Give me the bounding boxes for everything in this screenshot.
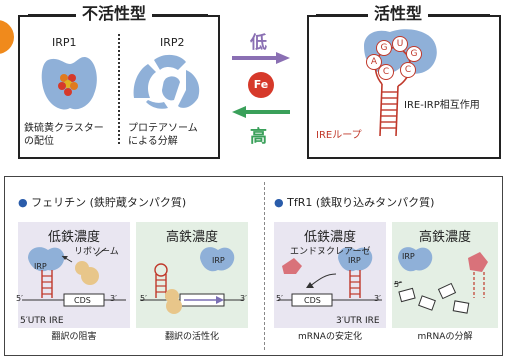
ire-irp-interaction-label: IRE-IRP相互作用 (404, 100, 480, 111)
tfr1-low-cds: CDS (304, 296, 321, 305)
ribosome-label: リボソーム (74, 247, 119, 257)
active-title: 活性型 (368, 5, 429, 23)
ferritin-title-text: フェリチン (鉄貯蔵タンパク質) (31, 196, 187, 209)
endonuclease-label: エンドヌクレアーゼ (290, 247, 371, 257)
tfr1-low-caption: mRNAの安定化 (298, 332, 362, 342)
bullet-icon: ● (18, 196, 28, 209)
nt-c1: C (378, 64, 394, 80)
nt-g1: G (376, 40, 392, 56)
tfr1-low-5prime: 5′ (276, 294, 283, 303)
ferritin-low-panel (18, 222, 130, 328)
inactive-title: 不活性型 (76, 5, 153, 23)
irp2-caption-line1: プロテアソーム (128, 123, 198, 134)
ferritin-high-irp: IRP (212, 256, 225, 265)
low-iron-label: 低 (250, 33, 267, 53)
tfr1-high-5prime: 5′ (394, 280, 401, 289)
tfr1-low-title: 低鉄濃度 (303, 230, 356, 245)
irp1-label: IRP1 (52, 36, 77, 49)
tfr1-low-irp: IRP (348, 256, 361, 265)
ferritin-low-3prime: 3′ (110, 294, 117, 303)
inactive-divider (118, 34, 120, 144)
nt-g2: G (406, 46, 422, 62)
irp2-label: IRP2 (160, 36, 185, 49)
bullet-icon: ● (274, 196, 284, 209)
tfr1-high-panel (392, 222, 498, 328)
ferritin-utr-ire: 5′UTR IRE (20, 316, 64, 326)
irp2-caption-line2: による分解 (128, 136, 178, 147)
ferritin-low-caption: 翻訳の阻害 (51, 332, 97, 342)
low-to-active-arrow (232, 52, 290, 64)
inactive-header: 不活性型 (28, 5, 208, 25)
nt-u: U (392, 36, 408, 52)
active-header: 活性型 (316, 5, 490, 25)
tfr1-title-text: TfR1 (鉄取り込みタンパク質) (287, 196, 435, 209)
ferritin-high-caption: 翻訳の活性化 (164, 332, 219, 342)
high-iron-label: 高 (250, 127, 267, 147)
irp1-caption-line2: の配位 (24, 136, 54, 147)
tfr1-high-title: 高鉄濃度 (418, 230, 471, 245)
tfr1-low-diagram (278, 247, 382, 307)
irp2-degraded-icon (133, 54, 200, 109)
tfr1-high-irp: IRP (402, 252, 415, 261)
ferritin-high-diagram (140, 247, 244, 314)
tfr1-utr-ire: 3′UTR IRE (336, 316, 380, 326)
tfr1-high-diagram (393, 247, 488, 314)
ferritin-high-3prime: 3′ (240, 294, 247, 303)
ferritin-title: ● フェリチン (鉄貯蔵タンパク質) (18, 196, 186, 209)
ferritin-low-irp: IRP (34, 262, 47, 271)
fe-icon (248, 72, 274, 98)
nt-a: A (366, 54, 382, 70)
orange-marker (0, 20, 14, 54)
ire-loop-label: IREループ (316, 130, 362, 141)
tfr1-high-caption: mRNAの分解 (417, 332, 473, 342)
ferritin-high-title: 高鉄濃度 (165, 230, 218, 245)
ferritin-high-panel (136, 222, 248, 328)
high-to-inactive-arrow (232, 106, 290, 118)
nt-c2: C (400, 62, 416, 78)
bottom-divider (264, 182, 265, 350)
fe-label: Fe (253, 78, 269, 91)
loop-nucleotides: A G U G C C (360, 36, 440, 100)
ferritin-low-diagram (22, 247, 126, 307)
ferritin-high-5prime: 5′ (140, 294, 147, 303)
tfr1-title: ● TfR1 (鉄取り込みタンパク質) (274, 196, 434, 209)
irp1-caption-line1: 鉄硫黄クラスター (24, 123, 104, 134)
ferritin-low-cds: CDS (74, 296, 91, 305)
ferritin-low-5prime: 5′ (16, 294, 23, 303)
tfr1-low-3prime: 3′ (374, 294, 381, 303)
irp1-protein-icon (41, 57, 97, 110)
ferritin-low-title: 低鉄濃度 (47, 230, 100, 245)
